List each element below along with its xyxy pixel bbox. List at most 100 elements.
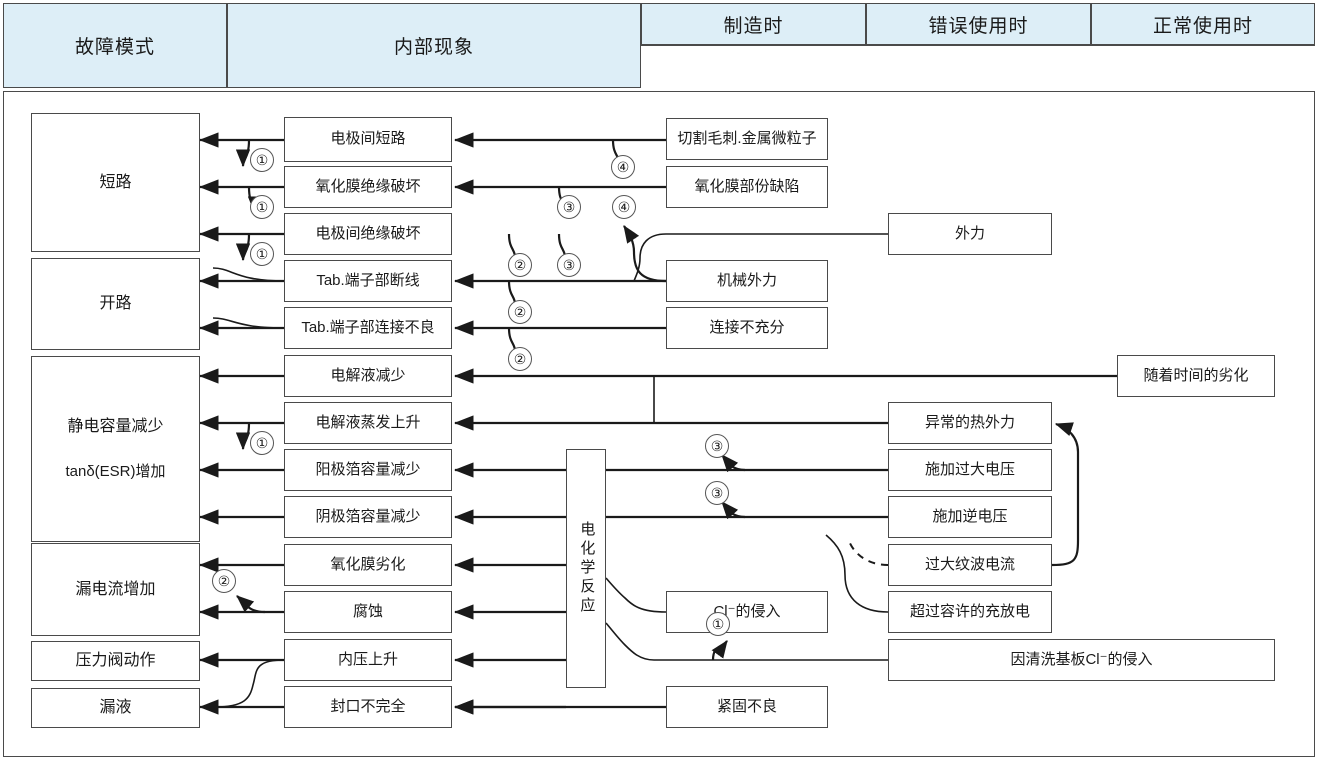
- cause-label: 机械外力: [716, 271, 777, 289]
- marker-1-c: ①: [250, 242, 274, 266]
- cause-label: 过大纹波电流: [924, 555, 1015, 573]
- failure-mode-short-label: 短路: [99, 173, 132, 191]
- phenomenon-label: 阴极箔容量减少: [315, 507, 421, 525]
- header-failure-mode: 故障模式: [3, 3, 227, 88]
- failure-mode-short: 短路: [31, 113, 200, 252]
- marker-4-b: ④: [612, 195, 636, 219]
- electrochemical-reaction-label: 电化学反应: [578, 521, 596, 616]
- phenomenon-electrolyte-evaporation: 电解液蒸发上升: [284, 402, 452, 444]
- failure-mode-pressure-valve: 压力阀动作: [31, 641, 200, 681]
- marker-1-e: ①: [706, 612, 730, 636]
- marker-label: ①: [255, 198, 269, 215]
- cause-aging-over-time: 随着时间的劣化: [1117, 355, 1275, 397]
- cause-label: 氧化膜部份缺陷: [694, 177, 800, 195]
- cause-label: 紧固不良: [716, 697, 777, 715]
- marker-4-a: ④: [611, 155, 635, 179]
- marker-label: ③: [562, 256, 576, 273]
- failure-mode-liquid-leak: 漏液: [31, 688, 200, 728]
- marker-label: ④: [616, 158, 630, 175]
- failure-mode-leakage-current: 漏电流增加: [31, 543, 200, 636]
- marker-3-d: ③: [705, 481, 729, 505]
- phenomenon-label: 电解液减少: [330, 366, 406, 384]
- marker-label: ③: [710, 437, 724, 454]
- cause-reverse-voltage-applied: 施加逆电压: [888, 496, 1052, 538]
- failure-mode-capacitance: 静电容量减少 tanδ(ESR)增加: [31, 356, 200, 542]
- cause-chloride-intrusion: Cl⁻的侵入: [666, 591, 828, 633]
- failure-mode-capacitance-label: 静电容量减少: [67, 417, 164, 435]
- phenomenon-label: 电极间绝缘破坏: [315, 224, 421, 242]
- cause-poor-fastening: 紧固不良: [666, 686, 828, 728]
- marker-1-b: ①: [250, 195, 274, 219]
- phenomenon-oxide-degradation: 氧化膜劣化: [284, 544, 452, 586]
- marker-label: ①: [255, 245, 269, 262]
- marker-label: ②: [513, 256, 527, 273]
- marker-3-c: ③: [705, 434, 729, 458]
- phenomenon-label: 封口不完全: [330, 697, 406, 715]
- cause-excessive-charge-discharge: 超过容许的充放电: [888, 591, 1052, 633]
- marker-label: ②: [513, 303, 527, 320]
- phenomenon-label: 电极间短路: [330, 130, 406, 148]
- cause-overvoltage-applied: 施加过大电压: [888, 449, 1052, 491]
- marker-label: ③: [562, 198, 576, 215]
- marker-label: ④: [617, 198, 631, 215]
- cause-label: 连接不充分: [709, 318, 785, 336]
- marker-label: ②: [217, 572, 231, 589]
- failure-mode-open: 开路: [31, 258, 200, 350]
- phenomenon-label: 氧化膜绝缘破坏: [315, 177, 421, 195]
- failure-mode-tandelta-label: tanδ(ESR)增加: [65, 462, 166, 480]
- marker-2-b: ②: [508, 300, 532, 324]
- phenomenon-cathode-foil-capacity-drop: 阴极箔容量减少: [284, 496, 452, 538]
- failure-mode-open-label: 开路: [99, 295, 132, 312]
- header-cause-normal: 正常使用时: [1091, 3, 1315, 45]
- marker-3-a: ③: [557, 195, 581, 219]
- cause-label: Cl⁻的侵入: [713, 602, 781, 620]
- cause-label: 外力: [954, 224, 985, 242]
- marker-label: ①: [255, 434, 269, 451]
- marker-label: ①: [711, 615, 725, 632]
- cause-label: 异常的热外力: [924, 413, 1015, 431]
- phenomenon-label: 电解液蒸发上升: [315, 413, 421, 431]
- marker-label: ③: [710, 484, 724, 501]
- marker-1-d: ①: [250, 431, 274, 455]
- failure-mode-liquid-leak-label: 漏液: [99, 699, 132, 716]
- failure-mode-pressure-valve-label: 压力阀动作: [75, 652, 156, 669]
- failure-mode-leakage-current-label: 漏电流增加: [75, 580, 156, 598]
- phenomenon-oxide-insulation-breakdown: 氧化膜绝缘破坏: [284, 166, 452, 208]
- cause-label: 切割毛刺.金属微粒子: [677, 129, 817, 147]
- marker-2-c: ②: [508, 347, 532, 371]
- phenomenon-tab-bad-connection: Tab.端子部连接不良: [284, 307, 452, 349]
- phenomenon-label: 氧化膜劣化: [330, 555, 406, 573]
- cause-external-force: 外力: [888, 213, 1052, 255]
- phenomenon-incomplete-seal: 封口不完全: [284, 686, 452, 728]
- phenomenon-label: 阳极箔容量减少: [315, 460, 421, 478]
- cause-insufficient-connection: 连接不充分: [666, 307, 828, 349]
- cause-label: 因清洗基板Cl⁻的侵入: [1010, 650, 1153, 668]
- marker-2-a: ②: [508, 253, 532, 277]
- phenomenon-label: Tab.端子部连接不良: [301, 318, 435, 336]
- phenomenon-internal-pressure-rise: 内压上升: [284, 639, 452, 681]
- phenomenon-electrode-short: 电极间短路: [284, 117, 452, 162]
- cause-mechanical-external-force: 机械外力: [666, 260, 828, 302]
- cause-label: 施加逆电压: [932, 507, 1008, 525]
- phenomenon-interelectrode-insulation-breakdown: 电极间绝缘破坏: [284, 213, 452, 255]
- phenomenon-tab-wire-break: Tab.端子部断线: [284, 260, 452, 302]
- marker-3-b: ③: [557, 253, 581, 277]
- cause-excessive-ripple-current: 过大纹波电流: [888, 544, 1052, 586]
- electrochemical-reaction-box: 电化学反应: [566, 449, 606, 688]
- cause-label: 超过容许的充放电: [909, 602, 1030, 620]
- marker-1-a: ①: [250, 148, 274, 172]
- header-table: 故障模式 内部现象 引发原因 制造时 错误使用时 正常使用时: [3, 3, 1315, 88]
- phenomenon-label: Tab.端子部断线: [316, 271, 420, 289]
- cause-oxide-partial-defect: 氧化膜部份缺陷: [666, 166, 828, 208]
- marker-2-d: ②: [212, 569, 236, 593]
- phenomenon-electrolyte-decrease: 电解液减少: [284, 355, 452, 397]
- cause-label: 施加过大电压: [924, 460, 1015, 478]
- cause-abnormal-thermal-force: 异常的热外力: [888, 402, 1052, 444]
- cause-board-cleaning-chloride-intrusion: 因清洗基板Cl⁻的侵入: [888, 639, 1275, 681]
- marker-label: ①: [255, 151, 269, 168]
- phenomenon-label: 内压上升: [337, 650, 398, 668]
- cause-cut-burr-metal-particles: 切割毛刺.金属微粒子: [666, 118, 828, 160]
- header-internal-phenomena: 内部现象: [227, 3, 641, 88]
- header-cause-misuse: 错误使用时: [866, 3, 1091, 45]
